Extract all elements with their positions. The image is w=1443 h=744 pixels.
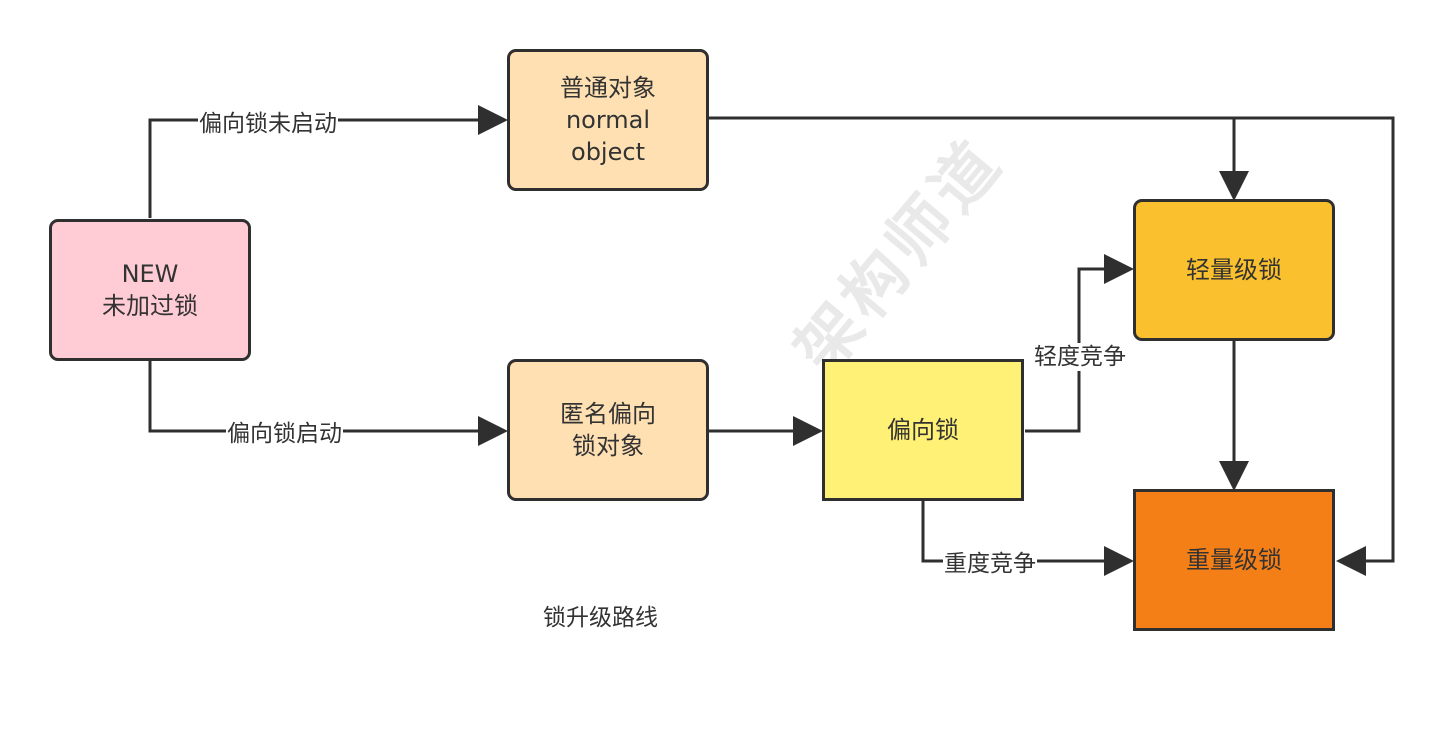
diagram-caption: 锁升级路线 — [543, 605, 658, 631]
node-heavyweight-lock: 重量级锁 — [1133, 489, 1335, 631]
edge-biased-to-heavyweight — [921, 501, 1134, 576]
node-lightweight-lock: 轻量级锁 — [1133, 199, 1335, 341]
node-normal-object: 普通对象 normal object — [507, 49, 709, 191]
edge-label-heavy-contention: 重度竞争 — [943, 550, 1037, 578]
edge-normal-to-heavyweight — [708, 116, 1395, 576]
edge-new-to-anon-bias — [148, 360, 508, 446]
edge-label-bias-disabled: 偏向锁未启动 — [198, 110, 338, 138]
node-anonymous-biased-object: 匿名偏向 锁对象 — [507, 359, 709, 501]
edge-label-bias-enabled: 偏向锁启动 — [226, 420, 343, 448]
node-biased-lock: 偏向锁 — [822, 359, 1024, 501]
edge-new-to-normal — [148, 105, 508, 218]
edge-label-light-contention: 轻度竞争 — [1033, 343, 1127, 371]
node-new: NEW 未加过锁 — [49, 219, 251, 361]
